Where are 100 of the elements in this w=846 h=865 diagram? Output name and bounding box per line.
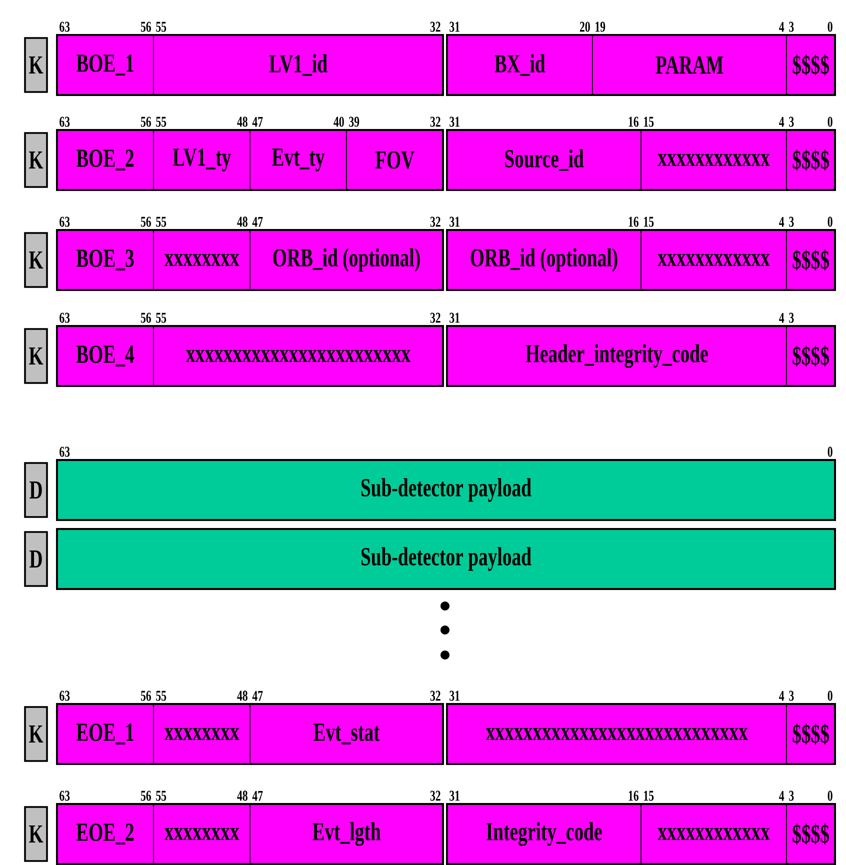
bit-number: 48 xyxy=(237,116,248,127)
bit-number: 3 xyxy=(789,22,794,32)
bit-number: 56 xyxy=(140,690,151,701)
bit-field-box: xxxxxxxx xyxy=(153,804,250,864)
node-label: xxxxxxxxxxxx xyxy=(658,828,770,840)
tag-box: K xyxy=(24,806,48,862)
bit-number: 63 xyxy=(60,216,70,227)
bit-number: 63 xyxy=(60,312,70,323)
bit-field-box: $$$$ xyxy=(786,804,836,864)
bit-number: 31 xyxy=(450,690,460,701)
bit-number: 47 xyxy=(252,116,263,127)
payload-box: Sub-detector payload xyxy=(56,528,836,590)
bit-number: 32 xyxy=(430,116,440,127)
bit-number: 0 xyxy=(828,690,832,701)
bit-field-box: $$$$ xyxy=(786,34,836,96)
bit-number: 15 xyxy=(644,116,654,127)
bit-field-box: $$$$ xyxy=(786,230,836,290)
node-label: xxxxxxxx xyxy=(164,828,240,840)
bit-field-box: Integrity_code xyxy=(446,804,642,864)
bit-number: 56 xyxy=(140,22,151,32)
bit-number: 47 xyxy=(252,790,263,801)
bit-number: 31 xyxy=(450,790,460,801)
bit-field-box: $$$$ xyxy=(786,326,836,386)
bit-number: 32 xyxy=(430,22,440,32)
bit-number: 16 xyxy=(628,116,638,127)
bit-field-box: xxxxxxxx xyxy=(153,230,250,290)
bit-number: 16 xyxy=(628,216,638,227)
bit-number: 39 xyxy=(349,116,360,127)
bit-number: 3 xyxy=(789,116,794,127)
bit-field-box: Source_id xyxy=(446,130,642,190)
bit-number: 0 xyxy=(828,216,832,227)
bit-number: 3 xyxy=(789,312,794,323)
bit-number: 32 xyxy=(430,216,440,227)
bit-number: 4 xyxy=(779,312,784,323)
bit-field-box: xxxxxxxx xyxy=(153,704,250,764)
bit-field-box: $$$$ xyxy=(786,704,836,764)
bit-field-box: EOE_2 xyxy=(56,804,154,864)
bit-number: 63 xyxy=(60,446,70,457)
bit-number: 31 xyxy=(450,116,460,127)
bit-number: 48 xyxy=(237,690,248,701)
bit-number: 0 xyxy=(828,116,832,127)
bit-number: 56 xyxy=(140,116,151,127)
bit-number: 47 xyxy=(252,690,263,701)
bit-number: 48 xyxy=(237,790,248,801)
bit-number: 63 xyxy=(60,116,70,127)
bit-number: 31 xyxy=(450,216,460,227)
bit-number: 0 xyxy=(828,790,832,801)
bit-number: 16 xyxy=(628,790,638,801)
bit-field-box: BOE_3 xyxy=(56,230,154,290)
bit-number: 55 xyxy=(156,116,166,127)
bit-field-box: ORB_id (optional) xyxy=(446,230,642,290)
bit-field-box: ORB_id (optional) xyxy=(250,230,444,290)
tag-box: K xyxy=(24,132,48,188)
bit-field-box: BOE_2 xyxy=(56,130,154,190)
bit-field-box: BOE_1 xyxy=(56,34,154,96)
tag-box: K xyxy=(24,706,48,762)
bit-number: 15 xyxy=(644,790,654,801)
tag-box: K xyxy=(24,37,48,93)
bit-field-box: LV1_ty xyxy=(153,130,250,190)
bit-number: 55 xyxy=(156,22,166,32)
bit-number: 3 xyxy=(789,216,794,227)
bit-number: 47 xyxy=(252,216,263,227)
bit-number: 55 xyxy=(156,312,166,323)
tag-box: D xyxy=(24,462,48,518)
bit-number: 3 xyxy=(789,690,794,701)
bit-number: 63 xyxy=(60,690,70,701)
bit-number: 3 xyxy=(789,790,794,801)
tag-box: K xyxy=(24,232,48,288)
bit-number: 31 xyxy=(450,22,460,32)
bit-field-box: EOE_1 xyxy=(56,704,154,764)
bit-number: 4 xyxy=(779,790,784,801)
bit-number: 55 xyxy=(156,690,166,701)
bit-number: 15 xyxy=(644,216,654,227)
bit-number: 56 xyxy=(140,790,151,801)
payload-box: Sub-detector payload xyxy=(56,459,836,521)
bit-field-box: FOV xyxy=(346,130,444,190)
bit-number: 32 xyxy=(430,312,440,323)
bit-number: 4 xyxy=(779,116,784,127)
bit-number: 55 xyxy=(156,790,166,801)
bit-number: 32 xyxy=(430,690,440,701)
bit-field-box: BX_id xyxy=(446,34,593,96)
bit-number: 48 xyxy=(237,216,248,227)
bit-field-box: $$$$ xyxy=(786,130,836,190)
bit-number: 56 xyxy=(140,216,151,227)
bit-number: 63 xyxy=(60,22,70,32)
bit-field-box: Evt_ty xyxy=(250,130,347,190)
bit-number: 0 xyxy=(828,22,832,32)
bit-number: 40 xyxy=(334,116,344,127)
bit-number: 4 xyxy=(779,22,784,32)
bit-number: 20 xyxy=(580,22,590,32)
bit-field-box: BOE_4 xyxy=(56,326,154,386)
bit-number: 56 xyxy=(140,312,151,323)
tag-box: K xyxy=(24,328,48,384)
bit-number: 4 xyxy=(779,690,784,701)
bit-number: 63 xyxy=(60,790,70,801)
bit-number: 31 xyxy=(450,312,460,323)
bit-field-box: Evt_stat xyxy=(250,704,444,764)
bit-number: 32 xyxy=(430,790,440,801)
bit-number: 55 xyxy=(156,216,166,227)
bit-number: 4 xyxy=(779,216,784,227)
